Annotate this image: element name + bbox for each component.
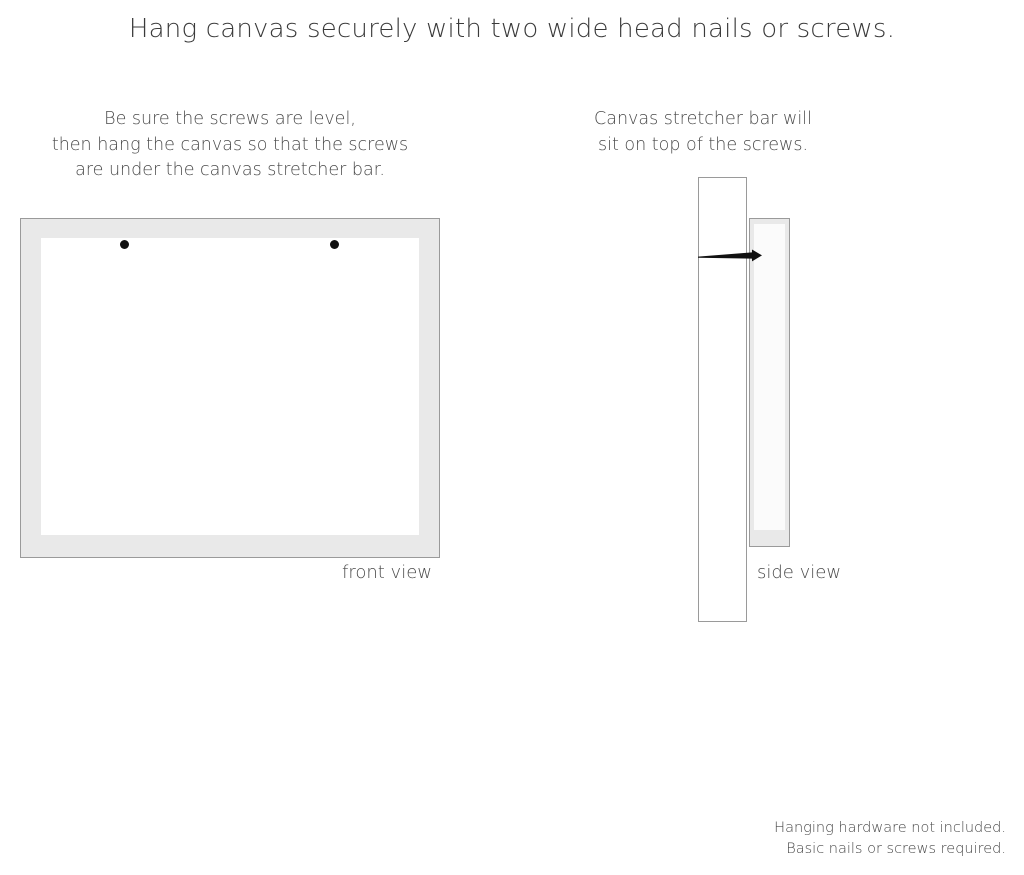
screw-head-left-icon bbox=[120, 240, 129, 249]
footnote: Hanging hardware not included. Basic nai… bbox=[774, 818, 1006, 860]
canvas-stretcher-bar-face bbox=[754, 224, 785, 530]
canvas-front-face bbox=[41, 238, 419, 535]
nail-icon bbox=[698, 249, 762, 262]
screw-head-right-icon bbox=[330, 240, 339, 249]
side-view-label: side view bbox=[757, 562, 842, 583]
front-view-caption-line-2: then hang the canvas so that the screws bbox=[51, 134, 409, 155]
side-view-caption-line-2: sit on top of the screws. bbox=[597, 134, 809, 155]
front-view-caption: Be sure the screws are level, then hang … bbox=[10, 107, 450, 184]
wall-panel bbox=[698, 177, 747, 622]
page-title: Hang canvas securely with two wide head … bbox=[128, 14, 896, 44]
side-view-caption: Canvas stretcher bar will sit on top of … bbox=[553, 107, 853, 158]
front-view-label: front view bbox=[342, 562, 432, 583]
footnote-line-2: Basic nails or screws required. bbox=[786, 841, 1006, 857]
footnote-line-1: Hanging hardware not included. bbox=[774, 820, 1006, 836]
front-view-caption-line-3: are under the canvas stretcher bar. bbox=[75, 160, 385, 180]
front-view-caption-line-1: Be sure the screws are level, bbox=[104, 109, 356, 129]
side-view-caption-line-1: Canvas stretcher bar will bbox=[594, 109, 812, 129]
